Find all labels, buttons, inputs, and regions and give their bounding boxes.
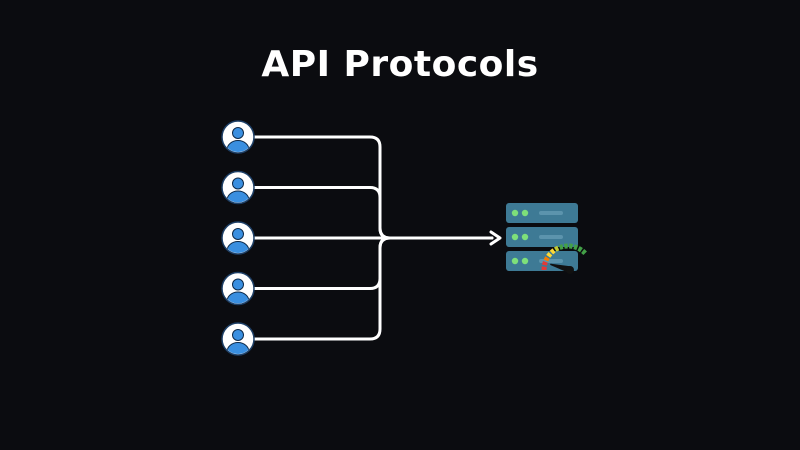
server-unit (506, 203, 578, 223)
user-icon (221, 221, 255, 255)
gauge-segment (577, 246, 583, 253)
connector-lines (252, 135, 502, 341)
user-icon (221, 271, 255, 306)
gauge-segment (549, 248, 556, 255)
gauge-segment (573, 244, 579, 251)
gauge-segment (542, 261, 548, 266)
arrow-head (489, 230, 502, 246)
user-icon (221, 322, 255, 356)
connector-line (252, 236, 392, 290)
speed-gauge-icon (541, 243, 587, 274)
client-group (221, 120, 255, 356)
server-icon (506, 203, 578, 271)
page-title: API Protocols (261, 44, 539, 85)
user-icon (221, 120, 255, 154)
gauge-segment (581, 249, 587, 256)
gauge-segment (543, 256, 550, 262)
gauge-segment (546, 251, 553, 258)
gauge-segment (558, 244, 564, 250)
gauge-segment (553, 245, 560, 252)
connector-line (252, 236, 392, 341)
server-unit (506, 227, 578, 247)
gauge-hub (566, 266, 574, 274)
connector-line (252, 186, 392, 240)
user-icon (221, 170, 255, 205)
